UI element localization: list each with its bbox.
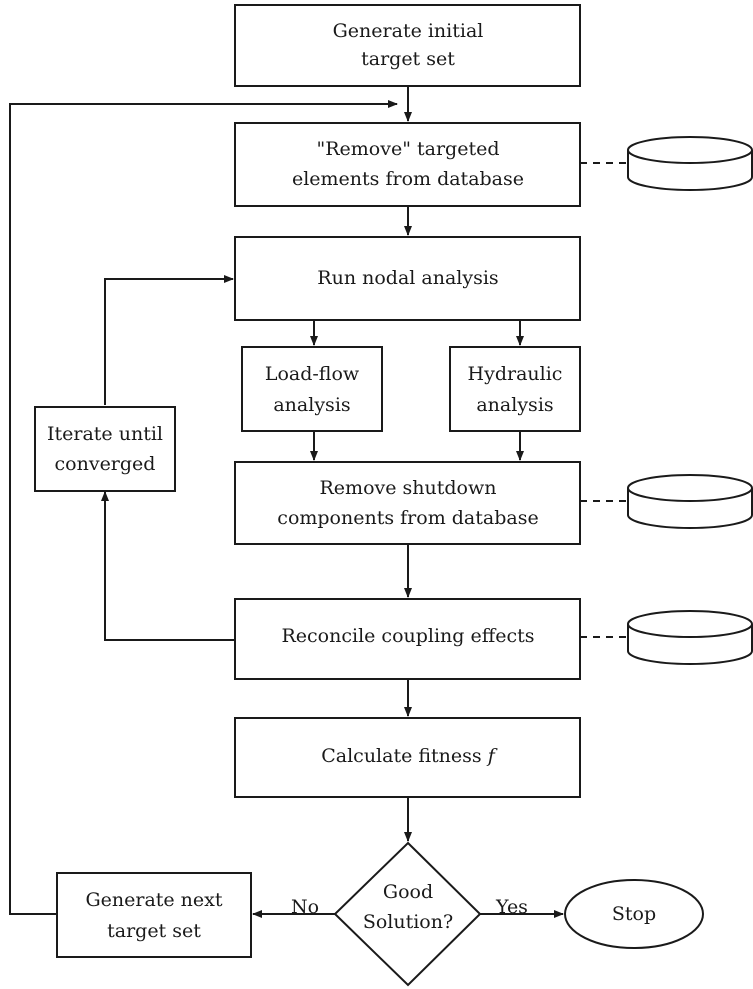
node-remove-targeted-line2: elements from database [292, 168, 524, 190]
node-reconcile-line1: Reconcile coupling effects [281, 625, 534, 647]
node-load-flow-line1: Load-flow [265, 363, 360, 385]
node-decision-line2: Solution? [363, 911, 453, 933]
node-reconcile: Reconcile coupling effects [234, 598, 581, 680]
node-decision: Good Solution? [333, 841, 482, 987]
node-load-flow-line2: analysis [273, 394, 350, 416]
node-iterate-line1: Iterate until [47, 423, 163, 445]
node-remove-targeted: "Remove" targeted elements from database [234, 122, 581, 207]
arrow-next-to-remove [9, 100, 398, 915]
edge-label-yes: Yes [495, 896, 528, 918]
node-decision-line1: Good [383, 881, 433, 903]
node-fitness-text: Calculate fitness [321, 745, 487, 767]
node-stop: Stop [564, 879, 704, 949]
node-hydraulic-line2: analysis [476, 394, 553, 416]
node-run-nodal: Run nodal analysis [234, 236, 581, 321]
node-iterate: Iterate until converged [34, 406, 176, 492]
connectors [9, 86, 626, 918]
node-run-nodal-line1: Run nodal analysis [317, 267, 498, 289]
node-hydraulic: Hydraulic analysis [449, 346, 581, 432]
edge-label-no: No [291, 896, 319, 918]
node-generate-next-line2: target set [107, 920, 201, 942]
node-hydraulic-line1: Hydraulic [468, 363, 563, 385]
node-remove-targeted-line1: "Remove" targeted [317, 138, 500, 160]
arrow-reconcile-to-iterate [101, 491, 235, 641]
node-fitness: Calculate fitness f [234, 717, 581, 798]
node-generate-next-line1: Generate next [85, 889, 222, 911]
database-icon [627, 136, 753, 191]
node-remove-shutdown-line2: components from database [277, 507, 538, 529]
database-icon [627, 610, 753, 665]
node-remove-shutdown-line1: Remove shutdown [320, 477, 497, 499]
node-generate-initial: Generate initial target set [234, 4, 581, 87]
node-iterate-line2: converged [55, 453, 156, 475]
node-generate-initial-line1: Generate initial [333, 20, 484, 42]
database-icon [627, 474, 753, 529]
node-generate-next: Generate next target set [56, 872, 252, 958]
node-remove-shutdown: Remove shutdown components from database [234, 461, 581, 545]
node-load-flow: Load-flow analysis [241, 346, 383, 432]
node-stop-label: Stop [612, 903, 656, 925]
arrow-iterate-to-nodal [104, 275, 234, 405]
node-fitness-line1: Calculate fitness f [321, 745, 497, 767]
node-generate-initial-line2: target set [361, 48, 455, 70]
node-fitness-symbol: f [486, 745, 498, 767]
